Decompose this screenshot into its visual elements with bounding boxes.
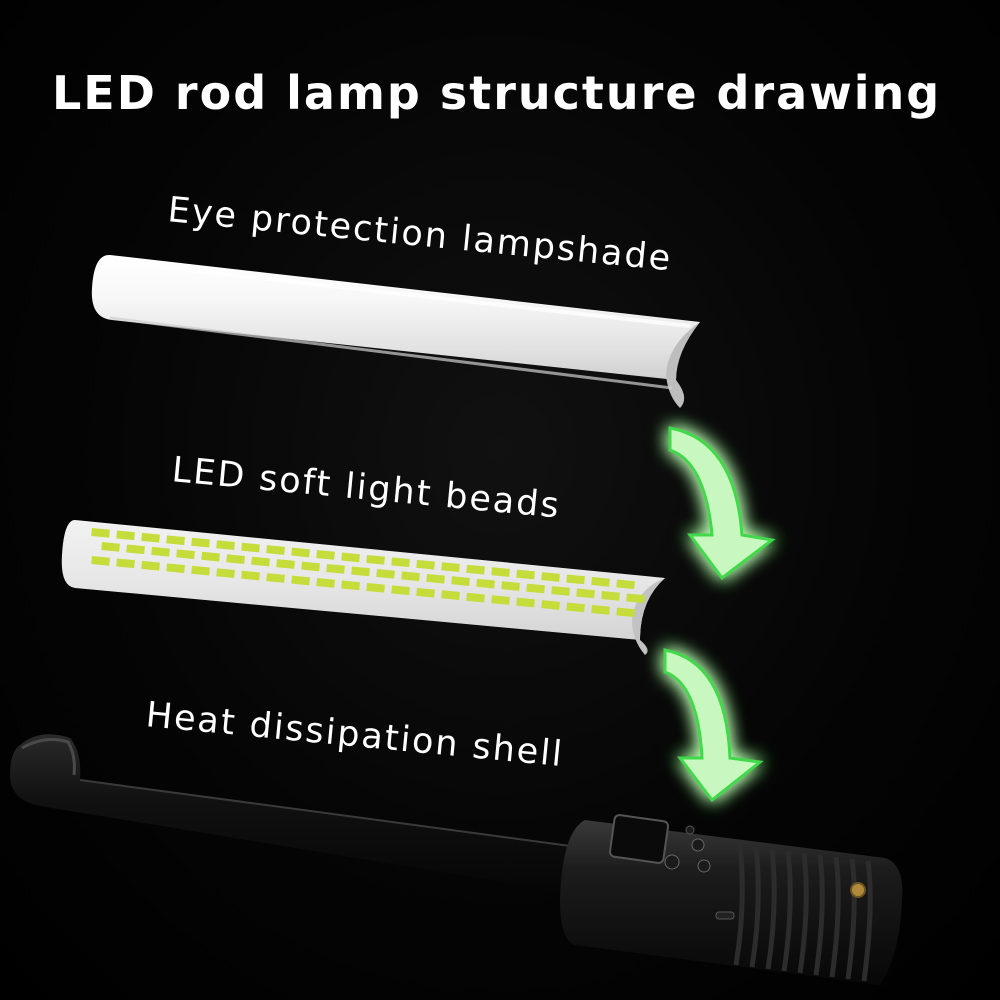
led-bead bbox=[216, 540, 235, 550]
grip-rib bbox=[813, 854, 825, 976]
led-bead bbox=[276, 559, 295, 569]
led-bead bbox=[591, 604, 610, 615]
led-bead bbox=[316, 578, 335, 588]
mode-icon[interactable] bbox=[664, 854, 680, 870]
led-bead bbox=[326, 564, 345, 574]
led-bead-strip bbox=[61, 520, 665, 655]
plus-icon[interactable] bbox=[697, 859, 711, 873]
led-bead bbox=[441, 590, 460, 601]
led-bead bbox=[516, 597, 535, 608]
usb-port bbox=[715, 911, 735, 920]
led-bead bbox=[591, 577, 610, 587]
grip-rib bbox=[797, 852, 809, 974]
grip-rib bbox=[733, 844, 745, 966]
led-bead bbox=[166, 535, 185, 546]
led-bead bbox=[516, 569, 535, 580]
page-title: LED rod lamp structure drawing bbox=[52, 66, 942, 120]
led-bead bbox=[216, 568, 235, 578]
led-bead bbox=[441, 562, 460, 573]
grip-rib bbox=[861, 860, 873, 982]
led-bead bbox=[266, 545, 285, 555]
led-bead bbox=[391, 557, 410, 568]
led-bead bbox=[266, 573, 285, 583]
led-bead bbox=[491, 595, 510, 605]
led-bead bbox=[241, 542, 260, 553]
led-bead bbox=[366, 582, 385, 593]
led-bead bbox=[251, 556, 270, 567]
led-bead bbox=[226, 554, 245, 564]
grip-rib bbox=[781, 850, 793, 972]
led-bead bbox=[626, 593, 645, 604]
led-bead bbox=[616, 607, 635, 618]
display-screen bbox=[608, 814, 670, 864]
led-bead bbox=[541, 572, 560, 582]
heat-dissipation-shell bbox=[10, 734, 601, 898]
led-bead bbox=[351, 566, 370, 577]
led-bead bbox=[126, 544, 145, 555]
led-bead bbox=[401, 571, 420, 582]
led-bead bbox=[151, 546, 170, 557]
led-bead bbox=[201, 551, 220, 562]
led-bead bbox=[316, 550, 335, 560]
led-bead bbox=[551, 586, 570, 596]
led-bead bbox=[141, 532, 160, 543]
led-bead bbox=[566, 602, 585, 613]
led-bead bbox=[116, 558, 135, 569]
led-bead bbox=[341, 552, 360, 563]
led-bead bbox=[91, 556, 110, 566]
led-bead bbox=[301, 561, 320, 572]
grip-rib bbox=[765, 848, 777, 970]
led-bead bbox=[541, 600, 560, 610]
tripod-mount bbox=[850, 882, 866, 898]
led-bead bbox=[191, 537, 210, 548]
control-handle bbox=[560, 814, 903, 985]
led-bead bbox=[241, 570, 260, 581]
led-bead bbox=[476, 578, 495, 589]
led-bead bbox=[466, 564, 485, 575]
led-beads-row bbox=[91, 527, 645, 618]
led-bead bbox=[601, 591, 620, 601]
minus-icon[interactable] bbox=[685, 825, 695, 835]
led-bead bbox=[491, 567, 510, 577]
led-bead bbox=[526, 583, 545, 594]
down-curved-arrow-icon bbox=[663, 648, 764, 803]
led-bead bbox=[101, 541, 120, 552]
led-bead bbox=[291, 575, 310, 586]
led-bead bbox=[116, 530, 135, 541]
led-bead bbox=[91, 527, 110, 538]
lampshade bbox=[91, 254, 701, 408]
grip-ribs bbox=[733, 844, 873, 982]
led-bead bbox=[291, 547, 310, 558]
grip-rib bbox=[845, 858, 857, 980]
led-bead bbox=[141, 560, 160, 571]
grip-rib bbox=[749, 846, 761, 968]
power-icon[interactable] bbox=[691, 838, 705, 852]
grip-rib bbox=[829, 856, 841, 978]
led-bead bbox=[341, 580, 360, 591]
led-bead bbox=[426, 573, 445, 584]
led-bead bbox=[501, 581, 520, 591]
led-bead bbox=[176, 549, 195, 560]
led-bead bbox=[416, 587, 435, 598]
down-curved-arrow-icon bbox=[668, 426, 776, 581]
led-bead bbox=[416, 559, 435, 570]
led-bead bbox=[376, 568, 395, 579]
led-bead bbox=[451, 576, 470, 587]
led-bead bbox=[566, 574, 585, 585]
led-bead bbox=[616, 579, 635, 590]
led-bead bbox=[166, 563, 185, 574]
led-bead bbox=[191, 565, 210, 576]
led-bead bbox=[366, 554, 385, 565]
led-bead bbox=[576, 588, 595, 599]
led-bead bbox=[391, 585, 410, 596]
led-bead bbox=[466, 592, 485, 603]
